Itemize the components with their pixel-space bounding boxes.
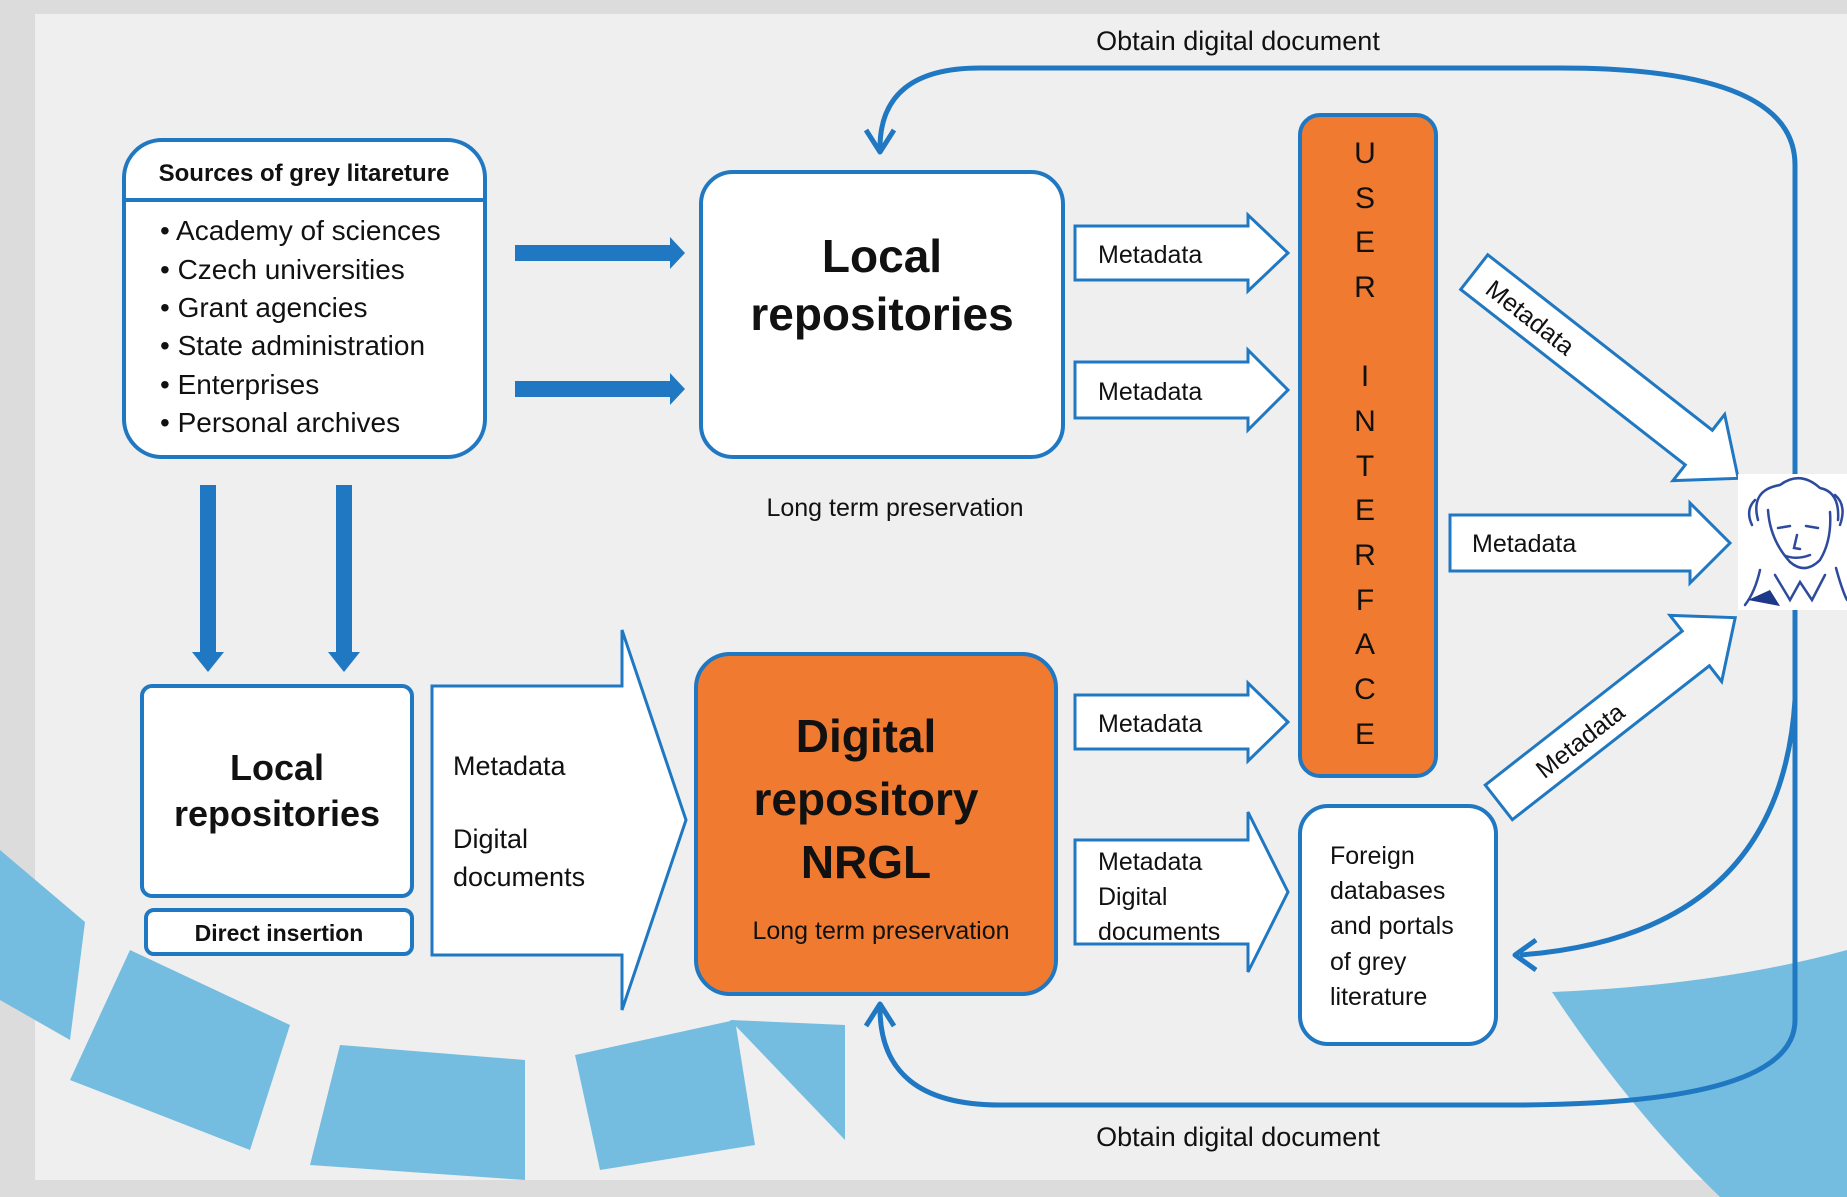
local-repos-top-line1: Local bbox=[822, 230, 942, 282]
ui-letter-6: N bbox=[1354, 405, 1376, 438]
foreign-line-1: Foreign bbox=[1330, 842, 1415, 870]
user-portrait-icon bbox=[1738, 474, 1847, 610]
metadata-digital-arrow bbox=[1073, 811, 1290, 973]
ui-letter-1: U bbox=[1354, 137, 1376, 170]
obtain-top-label: Obtain digital document bbox=[1096, 26, 1380, 56]
local-repos-bottom-line1: Local bbox=[230, 747, 324, 788]
nrgl-box bbox=[694, 652, 1058, 996]
ui-letter-10: F bbox=[1356, 584, 1374, 617]
metadata-arrow-3 bbox=[1073, 679, 1291, 765]
foreign-line-4: of grey bbox=[1330, 948, 1407, 976]
metadata-horizontal-arrow bbox=[1448, 499, 1733, 587]
decorative-swoosh bbox=[0, 850, 1847, 1197]
user-interface-box bbox=[1298, 113, 1438, 778]
sources-title: Sources of grey litareture bbox=[159, 160, 450, 187]
ui-letter-4: R bbox=[1354, 271, 1376, 304]
foreign-databases-box bbox=[1298, 804, 1498, 1046]
local-repos-top-box bbox=[699, 170, 1065, 459]
big-arrow-line3: documents bbox=[453, 862, 585, 892]
metadata-arrows-group bbox=[1073, 211, 1291, 973]
nrgl-line3: NRGL bbox=[801, 836, 931, 888]
local-repos-bottom-line2: repositories bbox=[174, 793, 380, 834]
metadata-horizontal-label: Metadata bbox=[1472, 530, 1576, 558]
ui-letter-8: E bbox=[1355, 494, 1375, 527]
ui-letter-3: E bbox=[1355, 226, 1375, 259]
sources-item-2: • Czech universities bbox=[160, 254, 405, 285]
local-repos-top-caption: Long term preservation bbox=[766, 494, 1023, 522]
ui-letter-7: T bbox=[1356, 450, 1374, 483]
metadata-label-1: Metadata bbox=[1098, 241, 1202, 269]
user-interface-letters: U S E R I N T E R F A C E bbox=[1354, 137, 1376, 751]
sources-item-1: • Academy of sciences bbox=[160, 215, 441, 246]
metadata-digital-label-3: documents bbox=[1098, 918, 1220, 946]
ui-letter-2: S bbox=[1355, 182, 1375, 215]
metadata-digital-label-1: Metadata bbox=[1098, 848, 1202, 876]
foreign-line-2: databases bbox=[1330, 877, 1445, 905]
metadata-digital-label-2: Digital bbox=[1098, 883, 1167, 911]
foreign-line-5: literature bbox=[1330, 983, 1427, 1011]
obtain-top-connector bbox=[863, 65, 1798, 482]
sources-to-local-arrows bbox=[515, 237, 685, 405]
big-arrow-line1: Metadata bbox=[453, 751, 567, 781]
foreign-line-3: and portals bbox=[1330, 912, 1454, 940]
sources-item-3: • Grant agencies bbox=[160, 292, 367, 323]
ui-letter-9: R bbox=[1354, 539, 1376, 572]
local-repos-top-line2: repositories bbox=[750, 288, 1013, 340]
direct-insertion-box bbox=[144, 908, 414, 956]
sources-down-arrows bbox=[192, 485, 360, 672]
sources-item-5: • Enterprises bbox=[160, 369, 319, 400]
ui-letter-13: E bbox=[1355, 718, 1375, 751]
sources-item-6: • Personal archives bbox=[160, 407, 400, 438]
obtain-bottom-label: Obtain digital document bbox=[1096, 1122, 1380, 1152]
direct-insertion-label: Direct insertion bbox=[195, 920, 364, 946]
metadata-arrow-2 bbox=[1073, 346, 1291, 434]
metadata-arrow-1 bbox=[1073, 211, 1291, 295]
big-arrow-to-nrgl bbox=[430, 629, 688, 1011]
metadata-label-2: Metadata bbox=[1098, 378, 1202, 406]
sources-box bbox=[122, 138, 487, 459]
metadata-label-3: Metadata bbox=[1098, 710, 1202, 738]
obtain-bottom-connector bbox=[863, 610, 1798, 1108]
nrgl-caption: Long term preservation bbox=[752, 917, 1009, 945]
sources-item-4: • State administration bbox=[160, 330, 425, 361]
ui-letter-12: C bbox=[1354, 673, 1376, 706]
nrgl-line2: repository bbox=[754, 773, 979, 825]
nrgl-line1: Digital bbox=[796, 710, 937, 762]
ui-letter-11: A bbox=[1355, 628, 1375, 661]
local-repos-bottom-box bbox=[140, 684, 414, 898]
ui-letter-5: I bbox=[1361, 360, 1369, 393]
big-arrow-line2: Digital bbox=[453, 824, 528, 854]
foreign-databases-text: Foreign databases and portals of grey li… bbox=[1330, 842, 1454, 1011]
